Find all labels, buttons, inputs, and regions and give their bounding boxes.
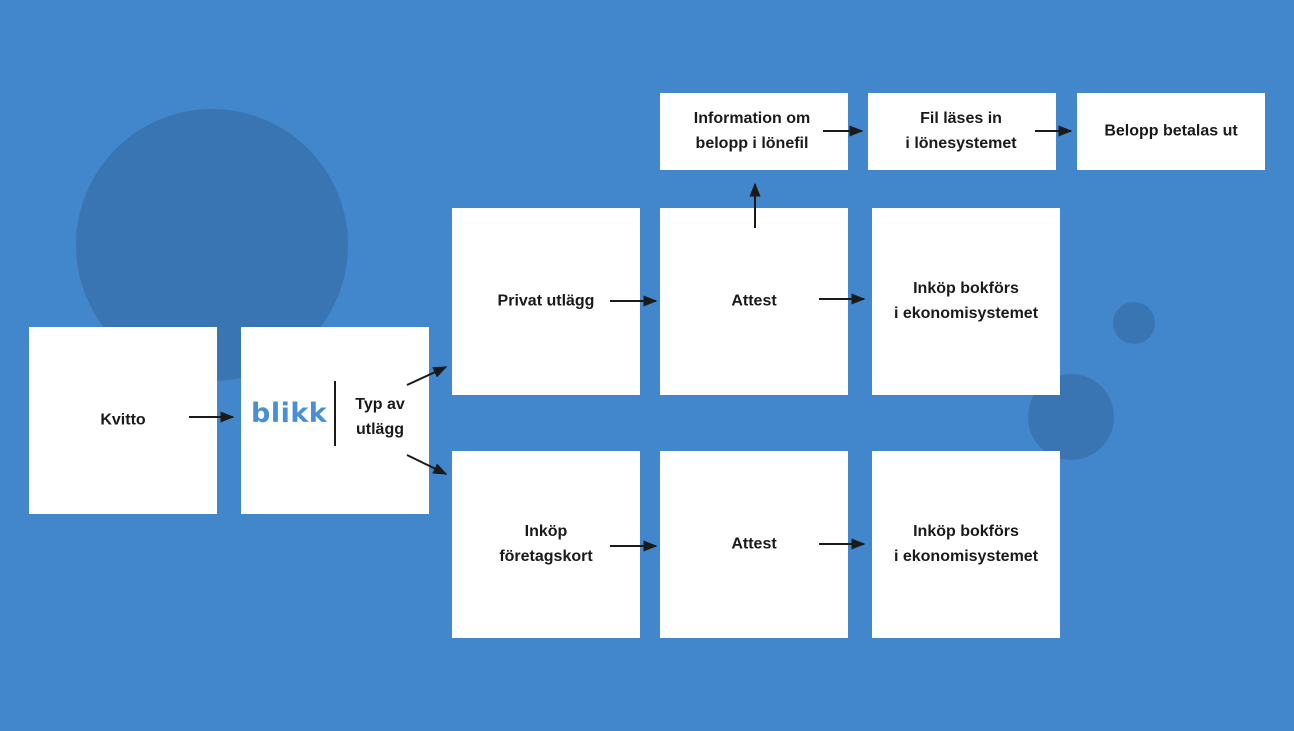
node-approval-private — [660, 208, 848, 395]
label-paid-out: Belopp betalas ut — [1104, 122, 1238, 140]
label-payroll-line2: belopp i lönefil — [695, 135, 809, 152]
node-private-expense — [452, 208, 640, 395]
label-type-line2: utlägg — [356, 421, 404, 438]
node-booked-private — [872, 208, 1060, 395]
node-company-card — [452, 451, 640, 638]
blikk-logo: blikk — [251, 398, 328, 429]
label-company-card-line1: Inköp — [524, 523, 568, 540]
label-type-of-expense: Typ av utlägg — [355, 392, 405, 442]
node-booked-company — [872, 451, 1060, 638]
label-booked-private-line1: Inköp bokförs — [913, 280, 1019, 297]
label-approval-private: Attest — [731, 292, 777, 310]
label-company-card-line2: företagskort — [499, 548, 593, 565]
decor-circle-small — [1113, 302, 1155, 344]
label-file-read-line1: Fil läses in — [920, 110, 1002, 127]
label-approval-company: Attest — [731, 535, 777, 553]
node-payroll-file-info — [660, 93, 848, 170]
label-booked-private-line2: i ekonomisystemet — [893, 305, 1039, 322]
label-booked-company-line2: i ekonomisystemet — [893, 548, 1039, 565]
label-booked-private: Inköp bokförs i ekonomisystemet — [894, 276, 1038, 326]
arrow-type-to-private — [406, 366, 448, 386]
node-paid-out — [1077, 93, 1265, 170]
arrow-type-to-company — [406, 454, 448, 475]
label-payroll-file-info: Information om belopp i lönefil — [694, 106, 810, 156]
label-file-read: Fil läses in i lönesystemet — [905, 106, 1016, 156]
node-approval-company — [660, 451, 848, 638]
label-type-line1: Typ av — [355, 396, 405, 413]
label-private-expense: Privat utlägg — [497, 292, 595, 310]
label-company-card: Inköp företagskort — [499, 519, 592, 569]
label-booked-company-line1: Inköp bokförs — [913, 523, 1019, 540]
node-file-read — [868, 93, 1056, 170]
label-payroll-line1: Information om — [693, 110, 811, 127]
label-booked-company: Inköp bokförs i ekonomisystemet — [894, 519, 1038, 569]
label-file-read-line2: i lönesystemet — [905, 135, 1017, 152]
node-kvitto — [29, 327, 217, 514]
label-kvitto: Kvitto — [100, 411, 146, 429]
logo-divider — [334, 381, 336, 446]
